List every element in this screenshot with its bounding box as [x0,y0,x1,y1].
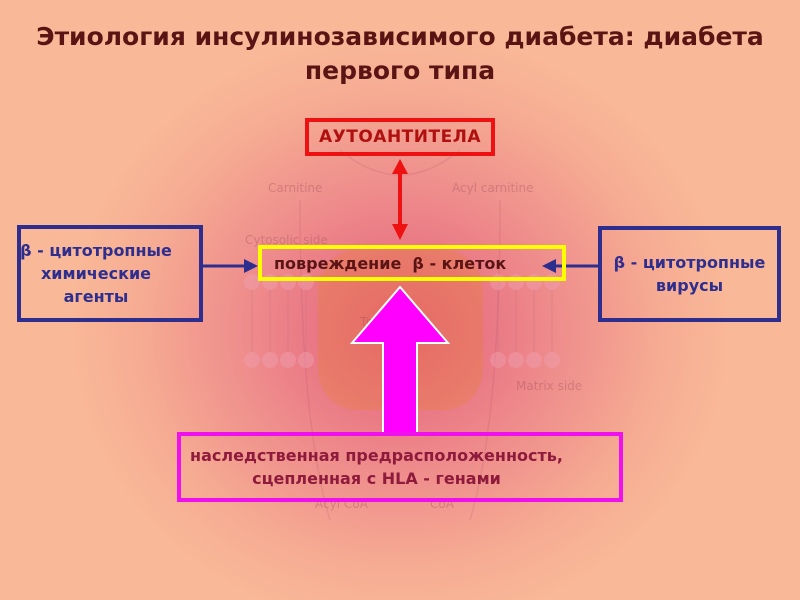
viruses-box: β - цитотропные вирусы [598,226,781,322]
hereditary-line-2: сцепленная с HLA - генами [252,469,501,488]
hereditary-line-1: наследственная предрасположенность, [190,446,563,465]
arrow-virus-to-damage [542,259,598,273]
hereditary-predisposition-box: наследственная предрасположенность, сцеп… [177,432,623,502]
slide-title: Этиология инсулинозависимого диабета: ди… [0,20,800,88]
viruses-line-2: вирусы [655,276,724,295]
slide-title-line-2: первого типа [304,56,496,85]
chemical-agents-box: β - цитотропные химические агенты [17,225,203,322]
arrow-hereditary-to-damage [349,285,451,435]
autoantibodies-box: АУТОАНТИТЕЛА [305,118,495,156]
chemical-agents-line-3: агенты [63,287,129,306]
beta-cell-damage-label: повреждение β - клеток [274,253,507,273]
slide-title-line-1: Этиология инсулинозависимого диабета: ди… [36,22,764,51]
arrow-chemical-to-damage [203,259,258,273]
chemical-agents-line-1: β - цитотропные [20,241,172,260]
chemical-agents-line-2: химические [40,264,152,283]
autoantibodies-label: АУТОАНТИТЕЛА [318,127,481,147]
beta-cell-damage-box: повреждение β - клеток [258,245,566,281]
double-arrow-autoantibodies [392,159,408,240]
viruses-line-1: β - цитотропные [613,253,766,272]
